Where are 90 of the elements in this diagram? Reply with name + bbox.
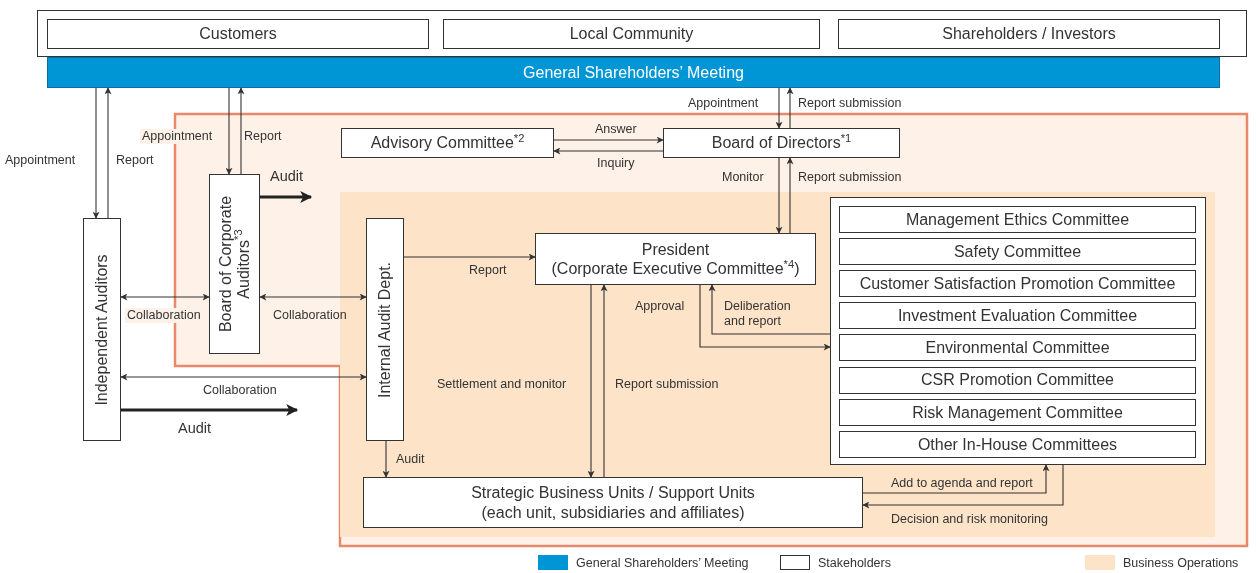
box-label: Customers (199, 24, 277, 44)
arrow (587, 284, 595, 478)
box-label: President (641, 239, 710, 259)
edge-label: Inquiry (597, 156, 635, 171)
box-label: Advisory Committee$^{*2}$ (370, 133, 525, 153)
org-box (663, 128, 900, 158)
arrow (775, 87, 783, 129)
edge-label: Report submission (798, 96, 902, 111)
org-box (47, 19, 429, 49)
box-label: Management Ethics Committee (905, 209, 1130, 230)
edge-label: Collaboration (203, 383, 277, 398)
edge-label: Report (244, 129, 282, 144)
arrow (104, 87, 112, 219)
org-box (839, 430, 1196, 458)
box-label: Board of Directors$^{*1}$ (711, 133, 852, 153)
box-label: Local Community (569, 24, 694, 44)
arrow (775, 157, 783, 234)
edge-label: Settlement and monitor (437, 377, 567, 392)
arrow (225, 87, 233, 175)
arrow (553, 136, 664, 144)
arrow (708, 284, 831, 335)
edge-label: Appointment (140, 129, 215, 144)
arrow (553, 147, 664, 155)
arrow (260, 191, 313, 203)
legend-label: General Shareholders’ Meeting (576, 555, 749, 570)
edge-label: Audit (270, 168, 304, 186)
box-label: CSR Promotion Committee (921, 370, 1114, 390)
edge-label: Report submission (798, 170, 902, 185)
arrow (382, 440, 390, 478)
edge-label: Collaboration (273, 308, 347, 323)
edge-label: Report (116, 153, 154, 168)
arrow (786, 87, 794, 129)
arrow (862, 464, 1050, 494)
org-box (839, 206, 1196, 233)
double-arrow (259, 293, 367, 301)
edge-label: Report submission (615, 377, 719, 392)
org-box (83, 218, 121, 441)
box-label: Shareholders / Investors (942, 24, 1116, 44)
box-label: Safety Committee (953, 242, 1082, 262)
org-box (839, 334, 1196, 362)
org-box (363, 477, 863, 528)
org-box (839, 366, 1196, 394)
meeting-bar (47, 57, 1220, 88)
arrow (600, 284, 608, 478)
arrow (862, 464, 1064, 509)
edge-label: Audit (396, 452, 425, 467)
org-box (341, 128, 554, 158)
edge-label: Answer (595, 122, 637, 137)
group-box (830, 197, 1206, 465)
edge-label: Add to agenda and report (891, 476, 1033, 491)
arrow (237, 87, 245, 175)
org-box (535, 233, 816, 285)
arrow (92, 87, 100, 219)
edge-label: Appointment (5, 153, 76, 168)
edge-label: Approval (635, 299, 685, 314)
arrow (121, 404, 299, 416)
org-box (209, 174, 260, 354)
edge-label: Audit (178, 420, 212, 438)
org-box (839, 238, 1196, 266)
box-label: (each unit, subsidiaries and affiliates) (481, 502, 745, 522)
box-label: (Corporate Executive Committee$^{*4}$) (551, 259, 800, 279)
box-label: Internal Audit Dept. (375, 261, 394, 398)
box-label: Environmental Committee (925, 338, 1110, 358)
edge-label: Report (469, 263, 507, 278)
box-label: Strategic Business Units / Support Units (471, 483, 755, 503)
group-box (37, 10, 1247, 57)
edge-label: Appointment (688, 96, 759, 111)
box-label: General Shareholders’ Meeting (523, 62, 744, 83)
box-label: Customer Satisfaction Promotion Committee (859, 274, 1176, 294)
box-label: Independent Auditors (92, 253, 111, 406)
box-label: Risk Management Committee (912, 402, 1123, 422)
edge-label: Deliberation and report (724, 299, 792, 329)
arrow (786, 157, 794, 234)
org-box (838, 19, 1220, 49)
arrow (403, 253, 536, 261)
arrow (699, 284, 831, 351)
org-box (443, 19, 820, 49)
edge-label: Decision and risk monitoring (891, 512, 1048, 527)
double-arrow (120, 373, 367, 381)
org-box (366, 218, 404, 441)
legend-label: Business Operations (1123, 555, 1239, 570)
org-box (839, 398, 1196, 426)
org-box (839, 302, 1196, 330)
edge-label: Collaboration (125, 308, 203, 323)
legend-label: Stakeholders (818, 555, 891, 570)
box-label: Investment Evaluation Committee (897, 306, 1138, 326)
org-box (839, 270, 1196, 298)
double-arrow (120, 293, 210, 301)
box-label: Other In-House Committees (917, 434, 1118, 454)
edge-label: Monitor (722, 170, 764, 185)
